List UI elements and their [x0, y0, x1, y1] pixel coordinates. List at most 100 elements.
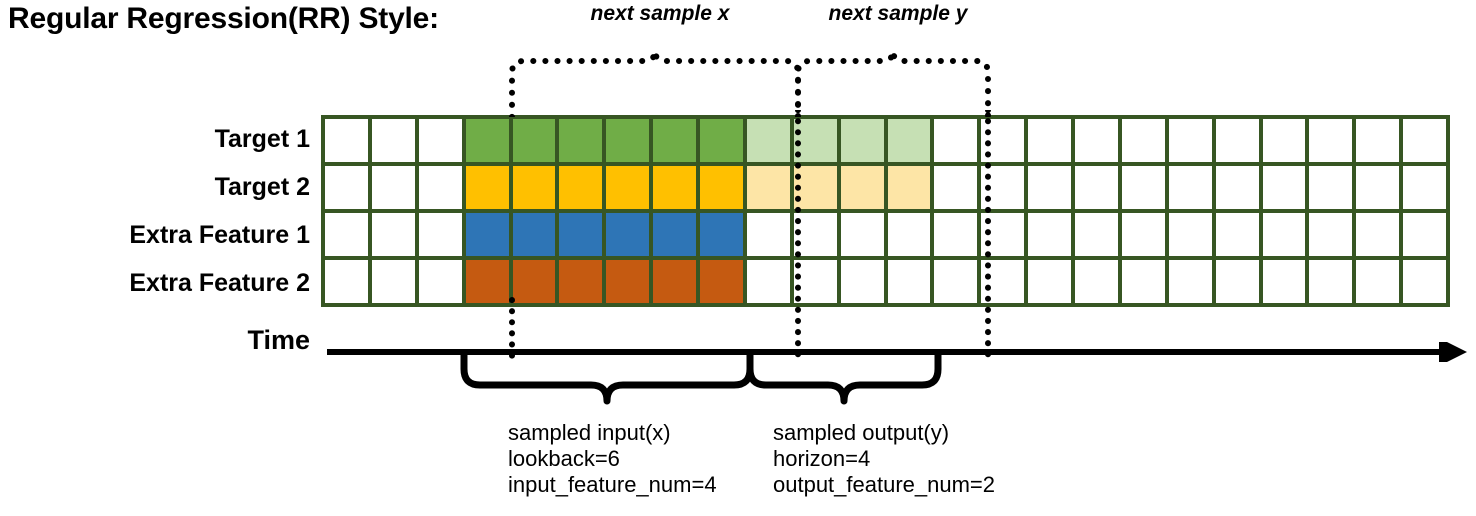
grid-cell	[653, 260, 696, 303]
grid-cell	[840, 260, 884, 303]
annotation-next-sample-y: next sample y	[828, 2, 968, 25]
grid-cell	[1309, 260, 1353, 303]
grid-cell	[653, 166, 696, 209]
time-axis-arrow	[327, 342, 1467, 362]
grid-row-target-2	[325, 166, 1446, 209]
grid-cell	[700, 260, 743, 303]
sampled-output-title: sampled output(y)	[773, 420, 950, 445]
bottom-solid-braces	[460, 355, 942, 405]
grid-cell	[1215, 260, 1259, 303]
grid-cell	[465, 119, 509, 162]
page-title: Regular Regression(RR) Style:	[8, 2, 439, 35]
grid-cell	[1309, 213, 1353, 256]
grid-cell	[325, 166, 368, 209]
grid-cell	[1215, 166, 1259, 209]
grid-cell	[700, 213, 743, 256]
sampled-output-horizon: horizon=4	[773, 446, 871, 471]
grid-cell	[418, 213, 462, 256]
grid-cell	[512, 166, 556, 209]
grid-cell	[1028, 119, 1071, 162]
grid-cell	[1262, 260, 1306, 303]
grid-cell	[1121, 166, 1165, 209]
grid-cell	[465, 260, 509, 303]
grid-cell	[559, 119, 603, 162]
grid-cell	[1075, 213, 1118, 256]
grid-cell	[653, 213, 696, 256]
grid-cell	[1168, 260, 1212, 303]
grid-cell	[746, 166, 790, 209]
grid-cell	[1356, 119, 1400, 162]
grid-cell	[1356, 213, 1400, 256]
dotted-vertical-guides	[509, 110, 991, 360]
grid-cell	[887, 166, 931, 209]
grid-cell	[746, 213, 790, 256]
grid-cell	[887, 260, 931, 303]
top-dotted-braces	[509, 50, 991, 117]
grid-cell	[325, 213, 368, 256]
grid-cell	[1168, 213, 1212, 256]
grid-cell	[606, 166, 650, 209]
grid-cell	[1028, 166, 1071, 209]
grid-cell	[1168, 166, 1212, 209]
grid-cell	[559, 260, 603, 303]
sampled-input-features: input_feature_num=4	[508, 472, 717, 497]
sampled-output-features: output_feature_num=2	[773, 472, 996, 497]
grid-row-extra-feature-1	[325, 213, 1446, 256]
grid-cell	[325, 119, 368, 162]
annotation-next-sample-x: next sample x	[590, 2, 730, 25]
grid-cell	[512, 213, 556, 256]
grid-cell	[840, 166, 884, 209]
grid-cell	[1403, 166, 1446, 209]
grid-cell	[934, 119, 978, 162]
grid-cell	[1028, 260, 1071, 303]
grid-cell	[1028, 213, 1071, 256]
grid-cell	[653, 119, 696, 162]
grid-cell	[606, 119, 650, 162]
grid-cell	[1075, 119, 1118, 162]
grid-cell	[606, 260, 650, 303]
time-axis-label: Time	[247, 325, 310, 355]
grid-cell	[887, 213, 931, 256]
grid-cell	[1403, 260, 1446, 303]
grid-cell	[1075, 166, 1118, 209]
grid-cell	[1121, 260, 1165, 303]
grid-cell	[465, 166, 509, 209]
grid-cell	[559, 166, 603, 209]
grid-cell	[700, 119, 743, 162]
grid-cell	[934, 260, 978, 303]
grid-cell	[1309, 119, 1353, 162]
annotation-sampled-output: sampled output(y) horizon=4 output_featu…	[773, 420, 995, 498]
grid-cell	[371, 260, 415, 303]
grid-cell	[512, 260, 556, 303]
grid-cell	[418, 260, 462, 303]
row-label-target-1: Target 1	[214, 125, 310, 153]
grid-cell	[1168, 119, 1212, 162]
grid-cell	[371, 213, 415, 256]
annotation-sampled-input: sampled input(x) lookback=6 input_featur…	[508, 420, 717, 498]
grid-row-extra-feature-2	[325, 260, 1446, 303]
grid-cell	[1403, 213, 1446, 256]
grid-cell	[371, 119, 415, 162]
grid-cell	[840, 119, 884, 162]
grid-cell	[746, 119, 790, 162]
row-label-column: Target 1 Target 2 Extra Feature 1 Extra …	[0, 115, 310, 307]
grid-cell	[1121, 119, 1165, 162]
grid-cell	[1121, 213, 1165, 256]
grid-cell	[1403, 119, 1446, 162]
row-label-target-2: Target 2	[214, 173, 310, 201]
grid-cell	[934, 213, 978, 256]
grid-cell	[700, 166, 743, 209]
row-label-extra-feature-1: Extra Feature 1	[129, 221, 310, 249]
grid-cell	[465, 213, 509, 256]
sampled-input-lookback: lookback=6	[508, 446, 620, 471]
grid-cell	[1262, 119, 1306, 162]
grid-cell	[418, 119, 462, 162]
grid-cell	[934, 166, 978, 209]
grid-cell	[1215, 213, 1259, 256]
grid-cell	[1215, 119, 1259, 162]
grid-cell	[793, 213, 837, 256]
grid-cell	[1356, 260, 1400, 303]
grid-cell	[371, 166, 415, 209]
grid-cell	[793, 260, 837, 303]
grid-cell	[1262, 166, 1306, 209]
